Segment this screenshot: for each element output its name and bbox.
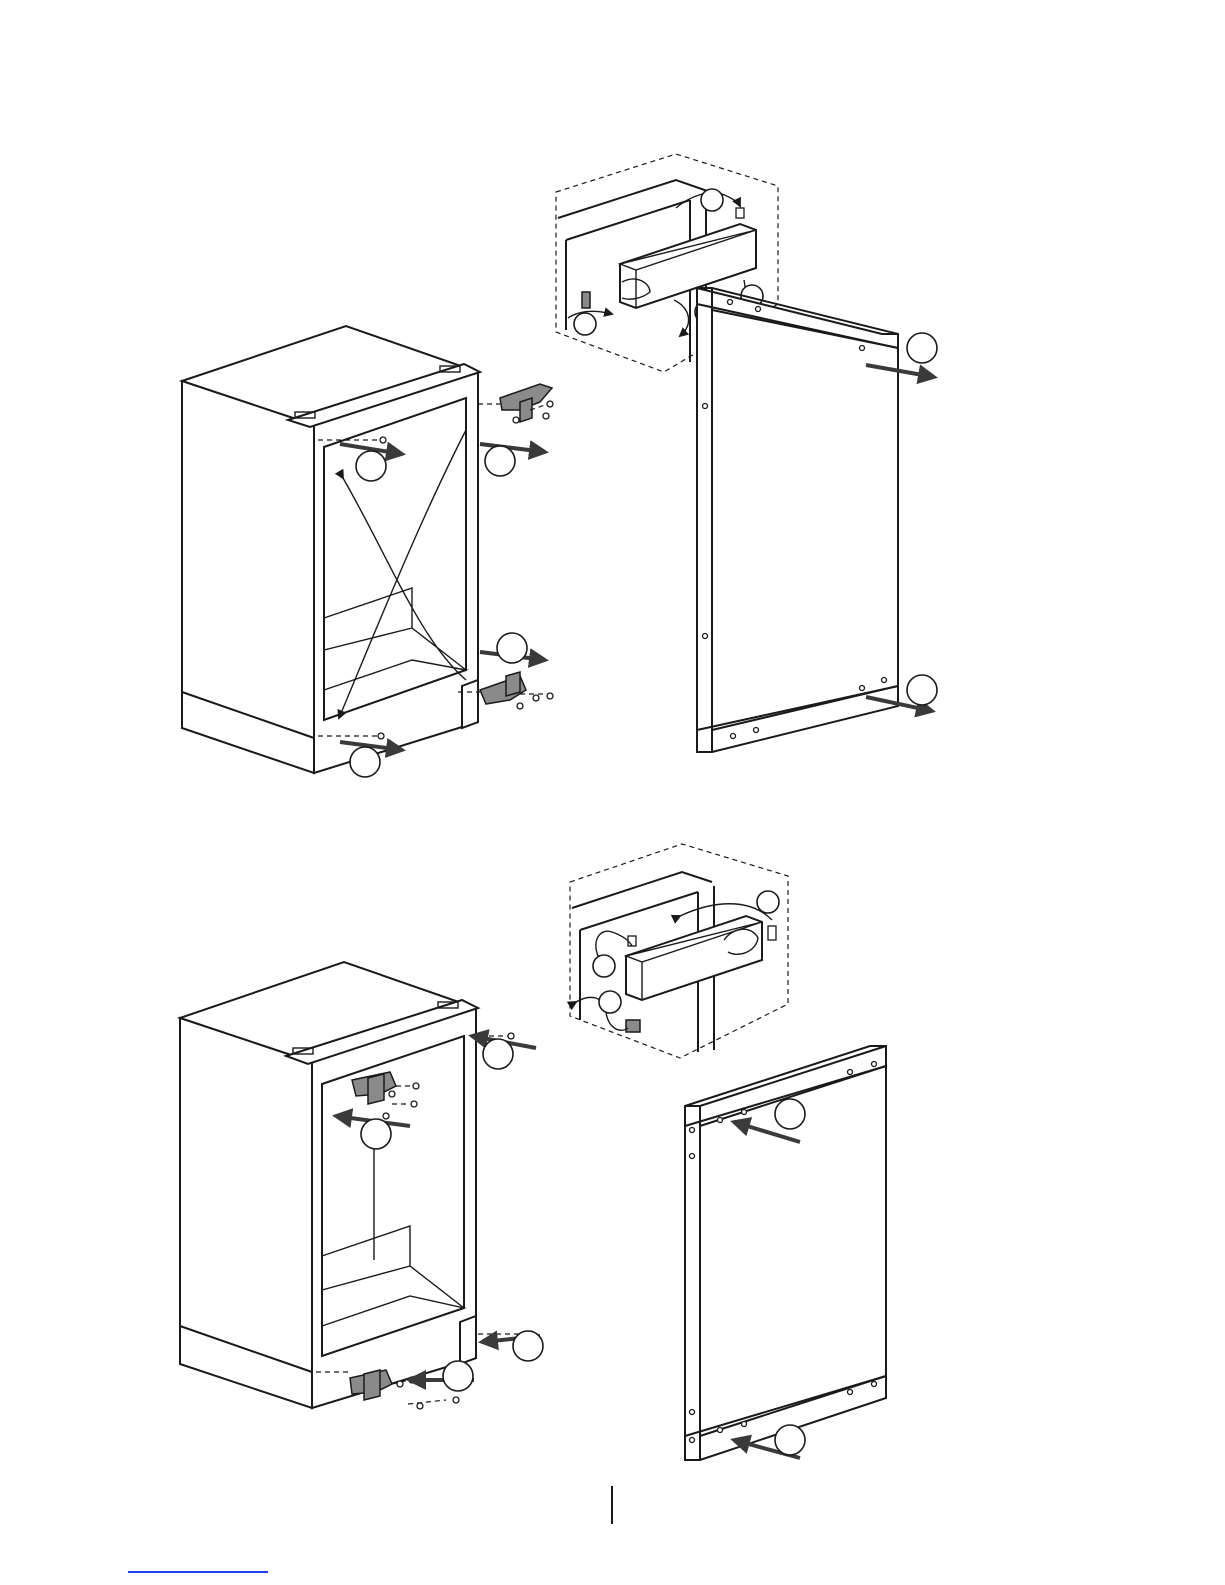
handle-detail-bottom xyxy=(570,844,788,1058)
step-marker xyxy=(574,313,596,335)
step-marker xyxy=(443,1361,473,1391)
step-marker xyxy=(361,1119,391,1149)
step-marker xyxy=(775,1099,805,1129)
cabinet-bottom xyxy=(180,962,478,1408)
bottom-pin-hole xyxy=(378,733,384,739)
step-marker xyxy=(350,747,380,777)
door-panel-bottom xyxy=(685,1046,886,1460)
step-marker xyxy=(513,1331,543,1361)
footer-link-underline[interactable] xyxy=(128,1571,268,1573)
step-marker xyxy=(757,891,779,913)
step-marker xyxy=(485,446,515,476)
step-marker xyxy=(907,333,937,363)
step-marker xyxy=(497,633,527,663)
step-marker xyxy=(483,1039,513,1069)
top-pin-hole xyxy=(380,437,386,443)
door-panel-top xyxy=(697,288,937,752)
step-marker xyxy=(907,675,937,705)
step-marker xyxy=(775,1425,805,1455)
step-marker xyxy=(593,955,615,977)
step-marker xyxy=(356,451,386,481)
top-hinge-top-section xyxy=(478,384,553,423)
step-marker xyxy=(599,991,621,1013)
step-marker xyxy=(701,189,723,211)
cabinet-top xyxy=(182,326,480,773)
